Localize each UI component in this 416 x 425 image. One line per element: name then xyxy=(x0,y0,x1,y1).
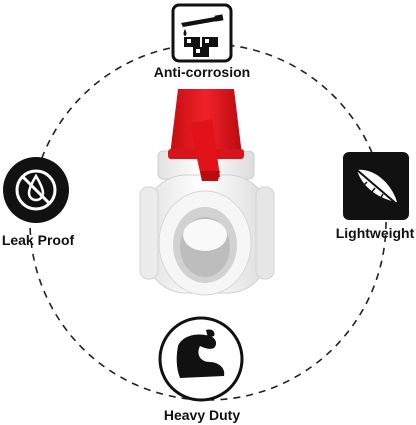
no-drop-icon xyxy=(3,157,69,223)
anti-corrosion-badge xyxy=(171,3,233,63)
anti-corrosion-label: Anti-corrosion xyxy=(153,64,251,80)
feather-icon xyxy=(343,152,409,220)
ball-valve-image xyxy=(139,89,275,296)
leak-proof-label: Leak Proof xyxy=(1,232,75,248)
leak-proof-badge xyxy=(2,156,70,224)
flexed-arm-icon xyxy=(158,316,244,402)
chemical-blocks-icon xyxy=(171,3,233,63)
heavy-duty-label: Heavy Duty xyxy=(163,407,241,423)
lightweight-label: Lightweight xyxy=(335,225,415,241)
lightweight-badge xyxy=(343,152,409,220)
heavy-duty-badge xyxy=(158,316,244,402)
